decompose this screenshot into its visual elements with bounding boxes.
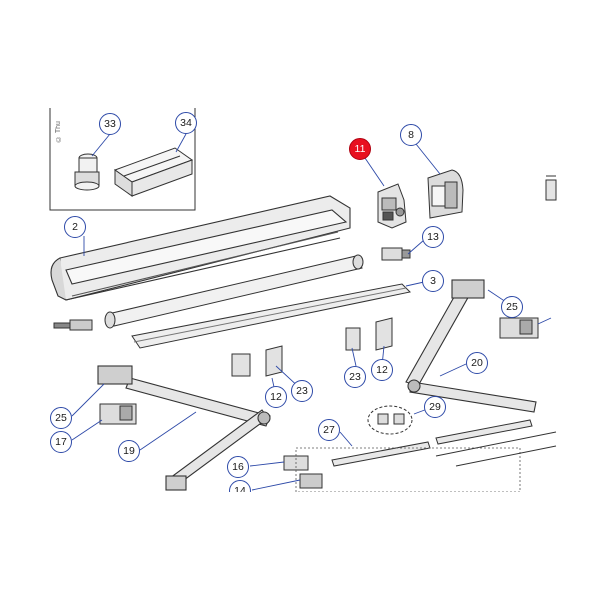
callout-label: 17 [55,436,67,448]
callout-19[interactable]: 19 [118,440,140,462]
callout-label: 23 [296,385,308,397]
part-19-left-arm-drawing [97,365,271,491]
callout-label: 20 [471,357,483,369]
callout-23-right[interactable]: 23 [344,366,366,388]
callout-label: 19 [123,445,135,457]
callout-label: 11 [354,143,366,155]
callout-label: 23 [349,371,361,383]
part-13-plug-drawing [381,247,411,261]
callout-29[interactable]: 29 [424,396,446,418]
callout-12-left[interactable]: 12 [265,386,287,408]
part-20-right-arm-drawing [405,279,537,413]
callout-17[interactable]: 17 [50,431,72,453]
callout-label: 14 [234,485,246,497]
inset-frame [49,108,196,211]
callout-27[interactable]: 27 [318,419,340,441]
callout-16[interactable]: 16 [227,456,249,478]
part-34-control-box-drawing [113,147,194,197]
part-25-right-drawing [499,317,539,339]
callout-20[interactable]: 20 [466,352,488,374]
callout-3[interactable]: 3 [422,270,444,292]
callout-8[interactable]: 8 [400,124,422,146]
callout-label: 29 [429,401,441,413]
callout-label: 8 [408,129,414,141]
part-14-drawing [299,473,323,489]
roller-end-plug-drawing [53,319,93,331]
callout-label: 13 [427,231,439,243]
part-2-cassette-drawing [50,195,351,301]
copyright-text: © Thu [55,121,62,142]
part-8-end-cap-drawing [427,169,464,219]
callout-2[interactable]: 2 [64,216,86,238]
callout-34[interactable]: 34 [175,112,197,134]
part-17-drawing [99,403,137,425]
callout-label: 12 [376,364,388,376]
callout-label: 2 [72,221,78,233]
callout-12-right[interactable]: 12 [371,359,393,381]
callout-13[interactable]: 13 [422,226,444,248]
callout-25-left[interactable]: 25 [50,407,72,429]
part-3-front-profile-drawing [131,283,412,349]
callout-label: 25 [55,412,67,424]
part-29-detail-drawing [367,405,413,435]
callout-label: 3 [430,275,436,287]
callout-label: 34 [180,117,192,129]
callout-label: 12 [270,391,282,403]
callout-label: 16 [232,461,244,473]
part-33-connector-drawing [74,153,100,191]
callout-23-left[interactable]: 23 [291,380,313,402]
callout-33[interactable]: 33 [99,113,121,135]
bracket-pair-center-drawing [231,317,393,377]
callout-label: 25 [506,301,518,313]
part-11-motor-drawing [377,183,407,229]
callout-25-right[interactable]: 25 [501,296,523,318]
callout-label: 27 [323,424,335,436]
callout-label: 33 [104,118,116,130]
fabric-roller-drawing [104,254,364,329]
bottom-band [0,492,600,600]
callout-11-highlighted[interactable]: 11 [349,138,371,160]
